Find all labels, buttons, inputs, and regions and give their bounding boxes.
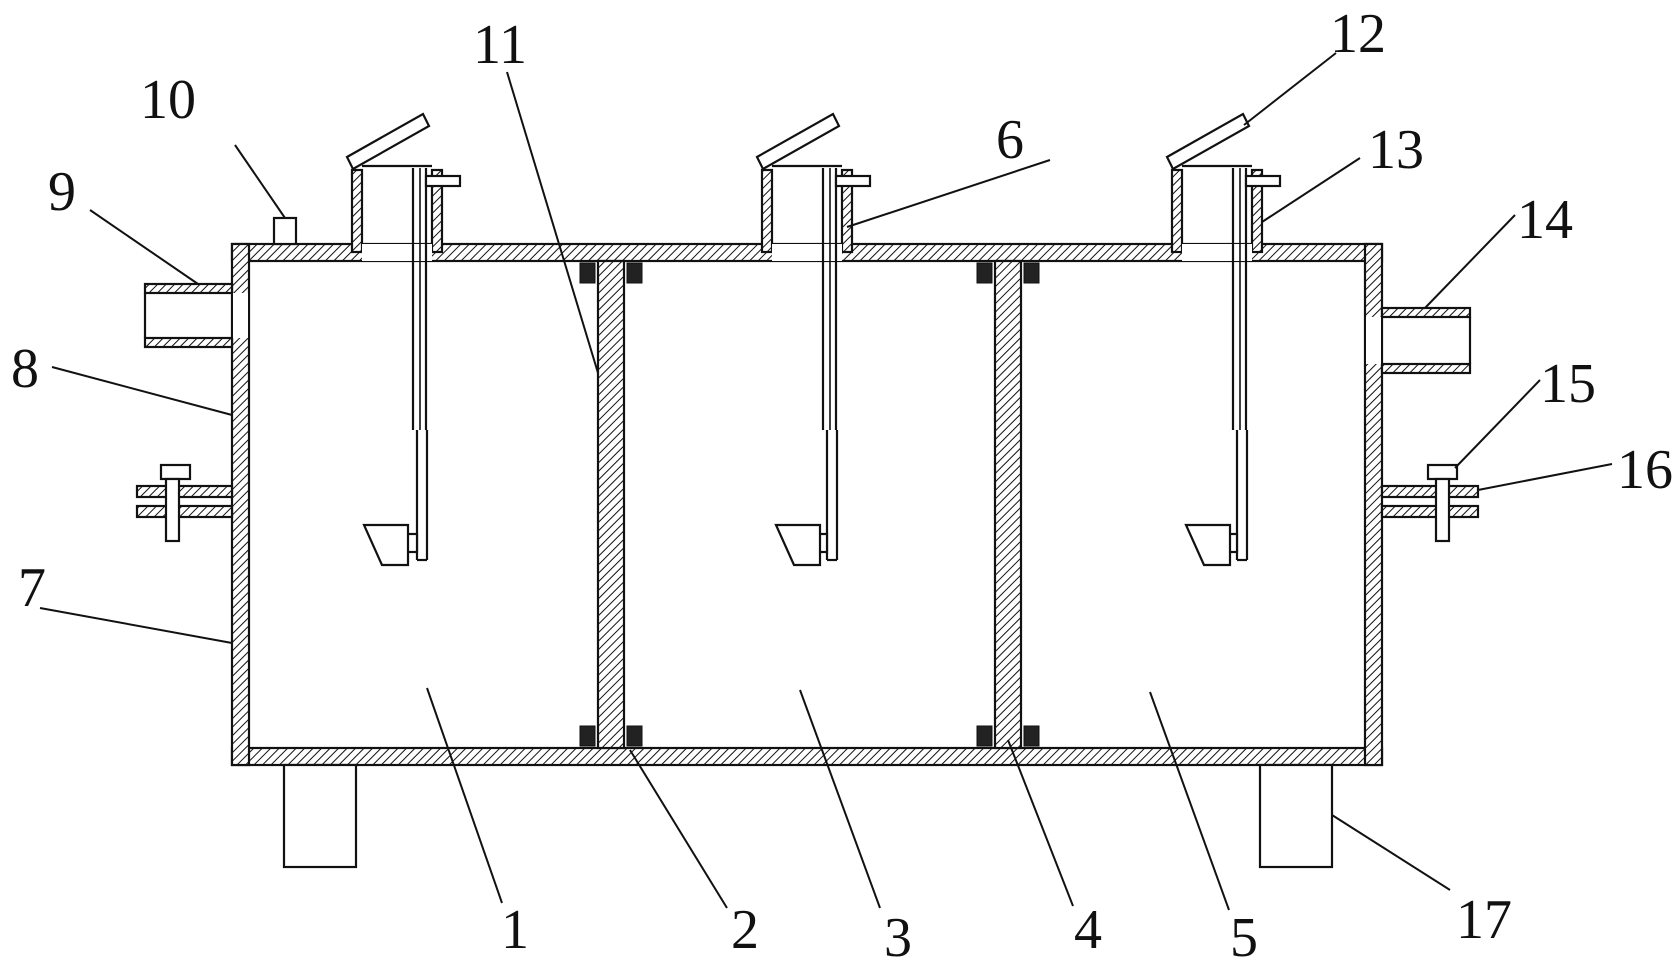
label-16: 16 <box>1617 439 1673 501</box>
label-11: 11 <box>473 14 527 76</box>
support-leg-left <box>282 763 358 869</box>
label-9: 9 <box>48 161 76 223</box>
right-flange <box>1380 463 1480 543</box>
label-1: 1 <box>501 899 529 961</box>
reference-labels: 1 2 3 4 5 6 7 8 9 10 11 12 13 14 15 16 1… <box>11 3 1673 968</box>
label-14: 14 <box>1517 189 1573 251</box>
filler-assembly-3 <box>1165 112 1282 567</box>
label-2: 2 <box>731 899 759 961</box>
inlet-pipe <box>143 282 248 349</box>
leader-lines <box>39 52 1613 911</box>
label-3: 3 <box>884 907 912 968</box>
tank-body <box>230 242 1384 767</box>
label-8: 8 <box>11 338 39 400</box>
label-10: 10 <box>140 69 196 131</box>
label-4: 4 <box>1074 899 1102 961</box>
partition-2 <box>976 259 1040 750</box>
filler-assembly-1 <box>345 112 462 567</box>
label-13: 13 <box>1368 119 1424 181</box>
label-6: 6 <box>996 109 1024 171</box>
label-15: 15 <box>1540 353 1596 415</box>
left-flange <box>135 463 234 543</box>
label-7: 7 <box>18 557 46 619</box>
vent-stub <box>272 216 298 246</box>
label-5: 5 <box>1230 907 1258 968</box>
label-12: 12 <box>1330 3 1386 65</box>
filler-assembly-2 <box>755 112 872 567</box>
label-17: 17 <box>1456 889 1512 951</box>
support-leg-right <box>1258 763 1334 869</box>
partition-1 <box>579 259 643 750</box>
